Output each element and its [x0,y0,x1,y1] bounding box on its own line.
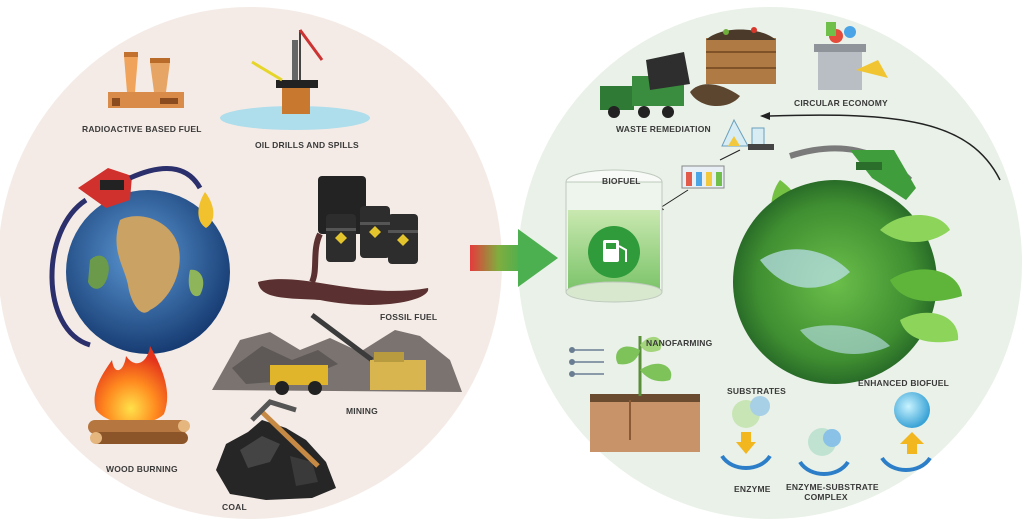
label-waste-remediation: WASTE REMEDIATION [616,124,711,134]
oil-barrels-icon [258,176,429,305]
label-oil-drills: OIL DRILLS AND SPILLS [255,140,359,150]
label-substrates: SUBSTRATES [727,386,786,396]
enzyme-substrate-complex-icon [798,428,850,476]
label-fossil-fuel: FOSSIL FUEL [380,312,438,322]
compost-crate-icon [706,27,776,84]
earth-with-fuel-nozzle-icon [49,166,230,354]
green-earth-icon [733,145,962,384]
lab-glassware-icon [654,118,774,211]
label-biofuel: BIOFUEL [602,176,641,186]
biofuel-tank-icon [565,169,663,303]
label-circular-economy: CIRCULAR ECONOMY [794,98,888,108]
label-nanofarming: NANOFARMING [646,338,713,348]
label-enzyme-substrate-complex: ENZYME-SUBSTRATE COMPLEX [786,482,879,502]
garbage-truck-icon [600,52,740,118]
enhanced-biofuel-icon [880,392,932,472]
nanofarming-plant-icon [569,336,700,452]
label-enzyme: ENZYME [734,484,771,494]
oil-rig-icon [220,29,370,130]
transition-arrow-icon [470,229,558,287]
enzyme-icon [720,432,772,470]
label-enzyme-substrate-line1: ENZYME-SUBSTRATE [786,482,879,492]
coal-pile-icon [216,399,336,500]
label-enzyme-substrate-line2: COMPLEX [804,492,848,502]
label-radioactive-fuel: RADIOACTIVE BASED FUEL [82,124,202,134]
cycle-arrow-icon [769,114,1001,181]
label-mining: MINING [346,406,378,416]
nuclear-plant-icon [108,52,184,108]
label-coal: COAL [222,502,247,512]
recycle-bin-icon [814,22,888,90]
label-wood-burning: WOOD BURNING [106,464,178,474]
label-enhanced-biofuel: ENHANCED BIOFUEL [858,378,950,388]
substrate-icon [732,396,770,428]
campfire-icon [88,346,190,444]
mining-site-icon [212,313,462,395]
